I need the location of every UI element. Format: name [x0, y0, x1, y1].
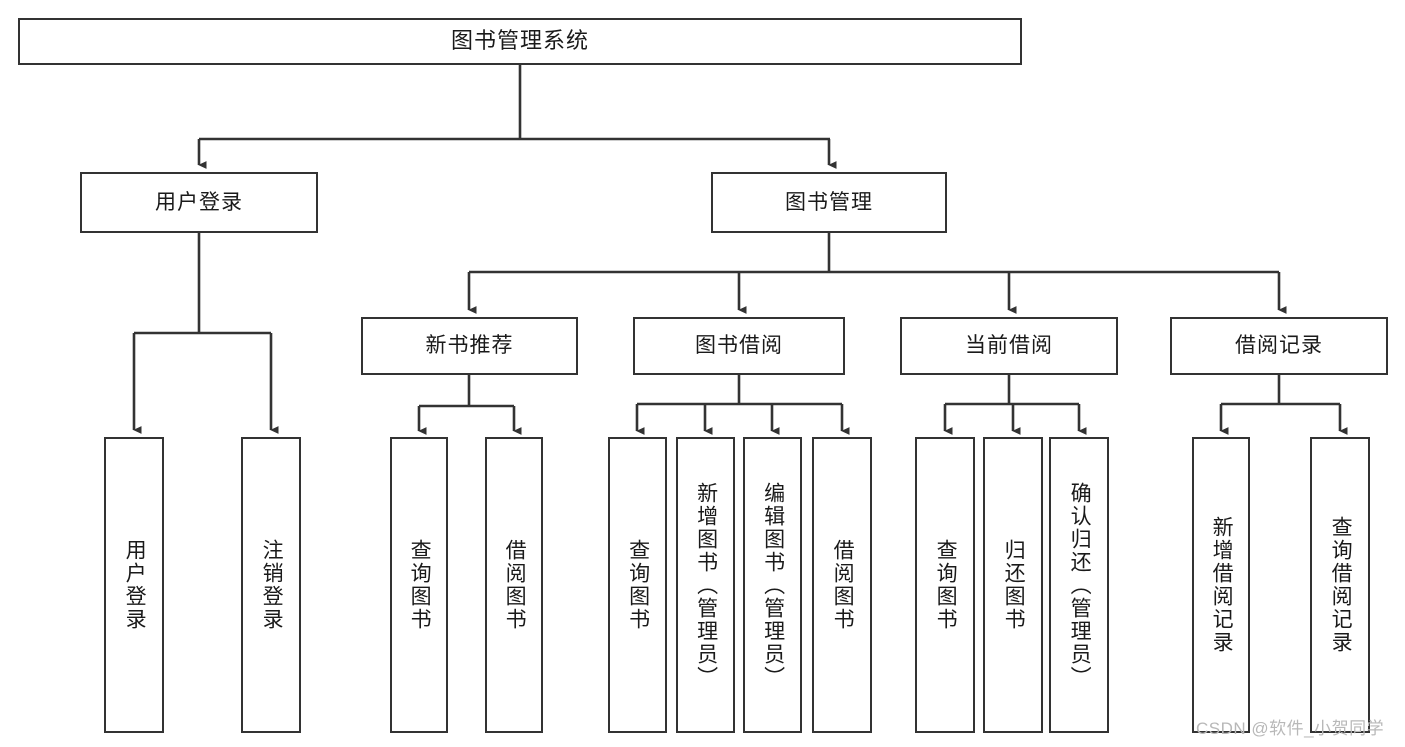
node-leaf-add-borrow-record[interactable]: 新增借阅记录	[1192, 437, 1250, 733]
node-current-borrow[interactable]: 当前借阅	[900, 317, 1118, 375]
node-new-book-recommend[interactable]: 新书推荐	[361, 317, 578, 375]
csdn-watermark: CSDN @软件_小贺同学	[1196, 719, 1385, 738]
node-root[interactable]: 图书管理系统	[18, 18, 1022, 65]
node-leaf-query-book-borrow[interactable]: 查询图书	[608, 437, 667, 733]
node-leaf-borrow-book-recommend[interactable]: 借阅图书	[485, 437, 543, 733]
node-leaf-query-borrow-record[interactable]: 查询借阅记录	[1310, 437, 1370, 733]
node-leaf-confirm-return-admin[interactable]: 确认归还（管理员）	[1049, 437, 1109, 733]
node-leaf-edit-book-admin[interactable]: 编辑图书（管理员）	[743, 437, 802, 733]
node-book-manage[interactable]: 图书管理	[711, 172, 947, 233]
node-leaf-return-book[interactable]: 归还图书	[983, 437, 1043, 733]
node-user-login[interactable]: 用户登录	[80, 172, 318, 233]
node-leaf-query-book-current[interactable]: 查询图书	[915, 437, 975, 733]
node-leaf-borrow-book[interactable]: 借阅图书	[812, 437, 872, 733]
node-leaf-user-login[interactable]: 用户登录	[104, 437, 164, 733]
node-leaf-logout[interactable]: 注销登录	[241, 437, 301, 733]
node-leaf-add-book-admin[interactable]: 新增图书（管理员）	[676, 437, 735, 733]
node-book-borrow[interactable]: 图书借阅	[633, 317, 845, 375]
node-leaf-query-book-recommend[interactable]: 查询图书	[390, 437, 448, 733]
node-borrow-record[interactable]: 借阅记录	[1170, 317, 1388, 375]
